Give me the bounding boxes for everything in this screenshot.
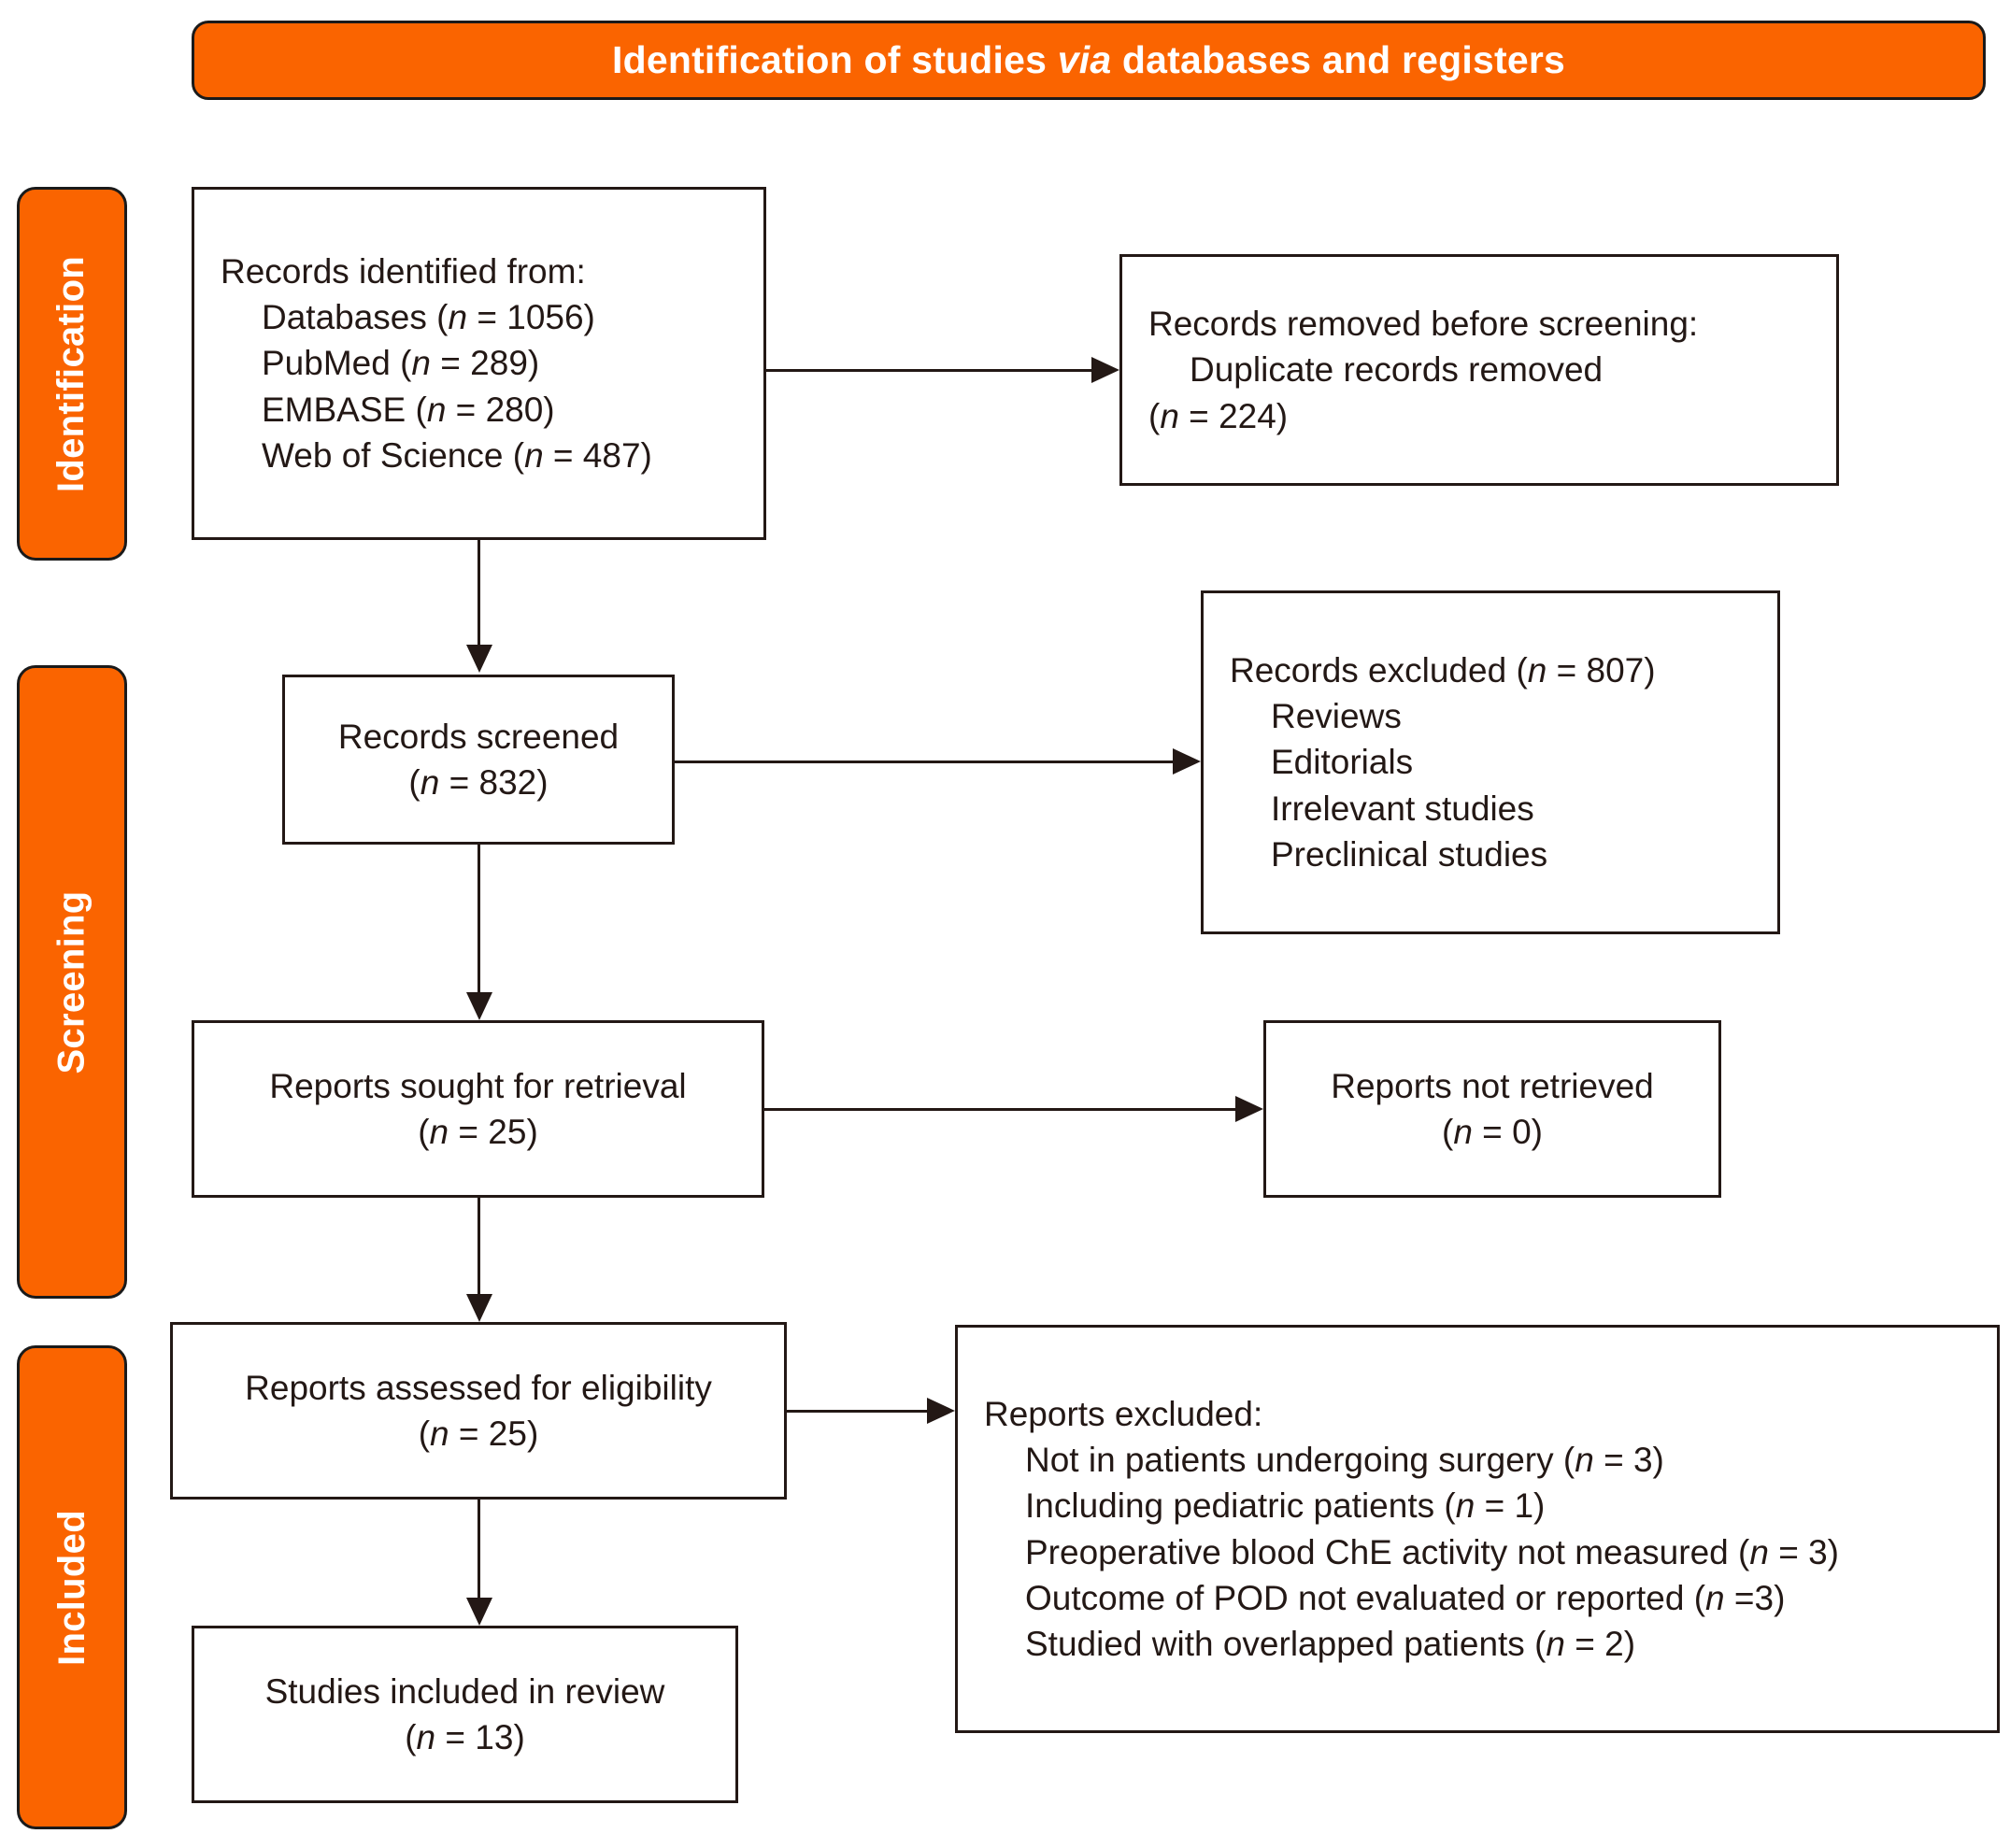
box-line: Including pediatric patients (n = 1) xyxy=(1025,1486,1546,1526)
box-line: Records screened xyxy=(337,717,620,756)
connector-screened-to-excluded-line xyxy=(675,761,1173,763)
banner-identification-header: Identification of studies via databases … xyxy=(192,21,1986,100)
box-line: Outcome of POD not evaluated or reported… xyxy=(1025,1578,1786,1617)
box-records-screened: Records screened (n = 832) xyxy=(282,675,675,845)
box-line: Reviews xyxy=(1271,697,1402,736)
box-line: Records identified from: xyxy=(221,251,586,291)
box-line: Reports not retrieved xyxy=(1331,1066,1654,1105)
box-reports-sought-for-retrieval: Reports sought for retrieval (n = 25) xyxy=(192,1020,764,1198)
stage-bar-screening: Screening xyxy=(17,665,127,1299)
box-line: Studied with overlapped patients (n = 2) xyxy=(1025,1624,1636,1663)
connector-identified-to-removed-arrowhead xyxy=(1091,357,1119,383)
connector-sought-to-notretrieved-line xyxy=(764,1108,1235,1111)
box-line: Irrelevant studies xyxy=(1271,789,1534,828)
box-line: Records excluded (n = 807) xyxy=(1230,650,1656,689)
box-line: Preoperative blood ChE activity not meas… xyxy=(1025,1532,1839,1571)
connector-sought-to-notretrieved-arrowhead xyxy=(1235,1096,1263,1122)
box-reports-assessed-for-eligibility: Reports assessed for eligibility (n = 25… xyxy=(170,1322,787,1500)
box-line: (n = 0) xyxy=(1442,1113,1543,1151)
box-line: (n = 25) xyxy=(418,1414,539,1453)
stage-label-identification: Identification xyxy=(50,255,93,492)
connector-screened-to-sought-line xyxy=(478,845,480,992)
box-line: PubMed (n = 289) xyxy=(262,344,540,383)
box-line: Not in patients undergoing surgery (n = … xyxy=(1025,1441,1664,1480)
connector-sought-to-assessed-arrowhead xyxy=(466,1294,492,1322)
box-line: Reports excluded: xyxy=(984,1394,1263,1433)
connector-assessed-to-reportsexcluded-line xyxy=(787,1410,927,1413)
box-records-identified: Records identified from: Databases (n = … xyxy=(192,187,766,540)
box-records-excluded: Records excluded (n = 807) Reviews Edito… xyxy=(1201,590,1780,934)
box-line: Records removed before screening: xyxy=(1148,305,1699,344)
connector-sought-to-assessed-line xyxy=(478,1198,480,1294)
connector-screened-to-excluded-arrowhead xyxy=(1173,748,1201,775)
stage-label-screening: Screening xyxy=(50,889,93,1074)
connector-identified-to-screened-line xyxy=(478,540,480,645)
box-line: Studies included in review xyxy=(264,1671,665,1711)
banner-title-text: Identification of studies via databases … xyxy=(612,38,1565,81)
connector-identified-to-removed-line xyxy=(766,369,1091,372)
connector-assessed-to-included-line xyxy=(478,1500,480,1598)
connector-assessed-to-included-arrowhead xyxy=(466,1598,492,1626)
box-line: EMBASE (n = 280) xyxy=(262,390,555,429)
box-line: Preclinical studies xyxy=(1271,834,1548,874)
box-studies-included-in-review: Studies included in review (n = 13) xyxy=(192,1626,738,1803)
box-reports-excluded: Reports excluded: Not in patients underg… xyxy=(955,1325,2000,1733)
connector-identified-to-screened-arrowhead xyxy=(466,645,492,673)
box-line: (n = 224) xyxy=(1148,396,1289,435)
box-line: Databases (n = 1056) xyxy=(262,298,595,337)
box-line: Web of Science (n = 487) xyxy=(262,435,652,475)
connector-screened-to-sought-arrowhead xyxy=(466,992,492,1020)
stage-bar-identification: Identification xyxy=(17,187,127,561)
stage-bar-included: Included xyxy=(17,1345,127,1829)
box-line: (n = 13) xyxy=(405,1718,525,1756)
box-line: Reports sought for retrieval xyxy=(269,1066,687,1105)
stage-label-included: Included xyxy=(50,1509,93,1666)
box-line: (n = 832) xyxy=(408,763,549,802)
box-records-removed-before-screening: Records removed before screening: Duplic… xyxy=(1119,254,1839,486)
connector-assessed-to-reportsexcluded-arrowhead xyxy=(927,1398,955,1424)
banner-title-emphasis: via xyxy=(1057,38,1112,81)
box-line: (n = 25) xyxy=(418,1113,538,1151)
box-line: Reports assessed for eligibility xyxy=(245,1368,712,1407)
box-reports-not-retrieved: Reports not retrieved (n = 0) xyxy=(1263,1020,1721,1198)
box-line: Duplicate records removed xyxy=(1190,350,1604,390)
box-line: Editorials xyxy=(1271,743,1414,782)
